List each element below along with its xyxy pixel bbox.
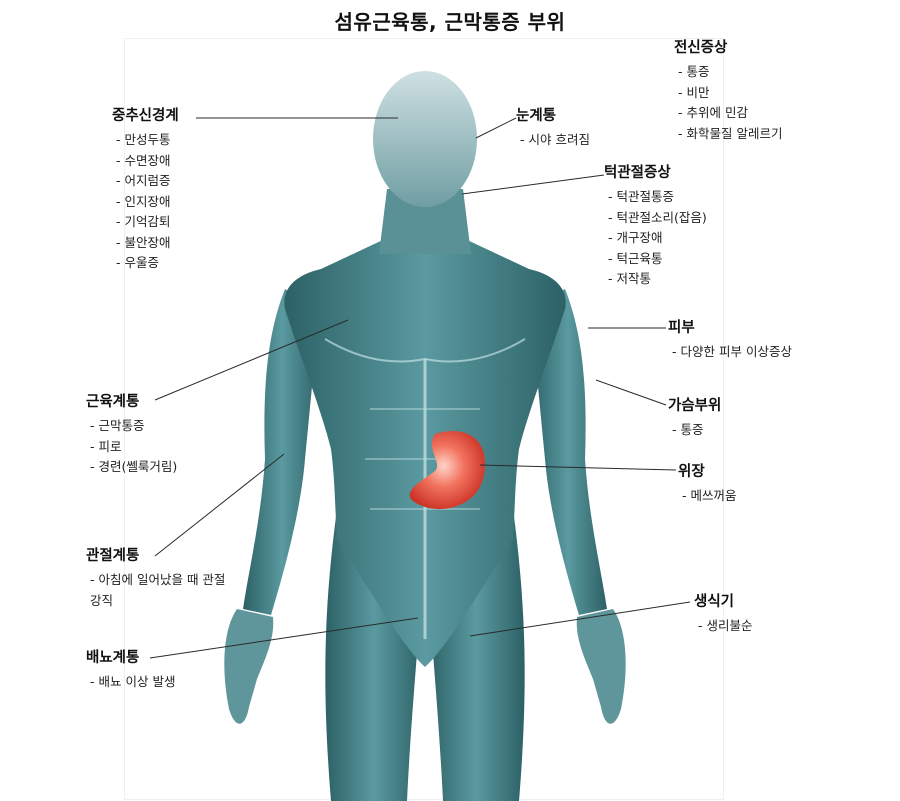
list-item: -추위에 민감 [678,105,748,120]
group-stomach-title: 위장 [678,464,705,480]
list-item: -어지럼증 [116,173,171,188]
list-item: -아침에 일어났을 때 관절강직 [90,572,226,608]
group-cns-list: -만성두통 -수면장애 -어지럼증 -인지장애 -기억감퇴 -불안장애 -우울증 [116,130,179,274]
right-arm [529,289,607,615]
diagram-title: 섬유근육통, 근막통증 부위 [334,10,566,34]
group-tmj-list: -턱관절통증 -턱관절소리(잡음) -개구장애 -턱근육통 -저작통 [608,187,707,290]
list-item: -우울증 [116,255,160,270]
list-item: -피로 [90,438,122,454]
list-item: -인지장애 [116,193,171,209]
list-item: -통증 [678,64,710,79]
group-urinary: 배뇨계통 -배뇨 이상 발생 [86,648,175,693]
list-item: -생리불순 [698,618,753,633]
group-urinary-title: 배뇨계통 [86,650,140,666]
group-chest-list: -통증 [672,420,721,441]
list-item: -불안장애 [116,234,171,250]
group-systemic-title: 전신증상 [674,40,728,56]
group-muscle-title: 근육계통 [86,394,140,410]
list-item: -통증 [672,422,704,437]
list-item: -개구장애 [608,230,663,245]
group-urinary-list: -배뇨 이상 발생 [90,672,175,693]
figure-frame [124,38,724,801]
left-hand [224,609,274,724]
group-eye-list: -시야 흐려짐 [520,130,590,151]
list-item: -기억감퇴 [116,214,171,229]
group-joint: 관절계통 -아침에 일어났을 때 관절강직 [86,546,236,611]
group-skin: 피부 -다양한 피부 이상증상 [668,318,792,363]
group-joint-title: 관절계통 [86,548,140,564]
list-item: -근막통증 [90,418,145,433]
group-tmj-title: 턱관절증상 [604,165,671,181]
group-repro: 생식기 -생리불순 [694,592,753,637]
group-joint-list: -아침에 일어났을 때 관절강직 [90,570,236,611]
group-eye: 눈계통 -시야 흐려짐 [516,106,590,151]
group-chest-title: 가슴부위 [668,398,722,414]
group-cns: 중추신경계 -만성두통 -수면장애 -어지럼증 -인지장애 -기억감퇴 -불안장… [112,106,179,274]
list-item: -저작통 [608,271,652,286]
group-muscle-list: -근막통증 -피로 -경련(쎌룩거림) [90,416,177,478]
right-hand [576,609,626,724]
list-item: -메쓰꺼움 [682,488,737,503]
head [373,71,477,207]
list-item: -만성두통 [116,132,171,147]
group-stomach: 위장 -메쓰꺼움 [678,462,737,507]
group-chest: 가슴부위 -통증 [668,396,721,441]
list-item: -다양한 피부 이상증상 [672,344,792,359]
list-item: -턱관절통증 [608,189,675,204]
list-item: -수면장애 [116,152,171,168]
list-item: -턱관절소리(잡음) [608,209,707,225]
group-skin-list: -다양한 피부 이상증상 [672,342,792,363]
group-systemic-list: -통증 -비만 -추위에 민감 -화학물질 알레르기 [678,62,783,144]
group-muscle: 근육계통 -근막통증 -피로 -경련(쎌룩거림) [86,392,177,478]
group-repro-list: -생리불순 [698,616,753,637]
group-eye-title: 눈계통 [516,108,557,124]
group-tmj: 턱관절증상 -턱관절통증 -턱관절소리(잡음) -개구장애 -턱근육통 -저작통 [604,163,707,290]
group-repro-title: 생식기 [694,594,735,610]
list-item: -배뇨 이상 발생 [90,674,176,689]
neck [379,189,471,254]
list-item: -비만 [678,84,710,100]
stomach-organ [409,431,486,510]
list-item: -턱근육통 [608,250,663,266]
anatomy-figure [224,71,626,801]
list-item: -경련(쎌룩거림) [90,459,178,474]
group-skin-title: 피부 [668,320,695,336]
list-item: -시야 흐려짐 [520,132,590,147]
group-systemic: 전신증상 -통증 -비만 -추위에 민감 -화학물질 알레르기 [674,38,783,144]
group-cns-title: 중추신경계 [112,108,179,124]
group-stomach-list: -메쓰꺼움 [682,486,737,507]
list-item: -화학물질 알레르기 [678,125,783,141]
